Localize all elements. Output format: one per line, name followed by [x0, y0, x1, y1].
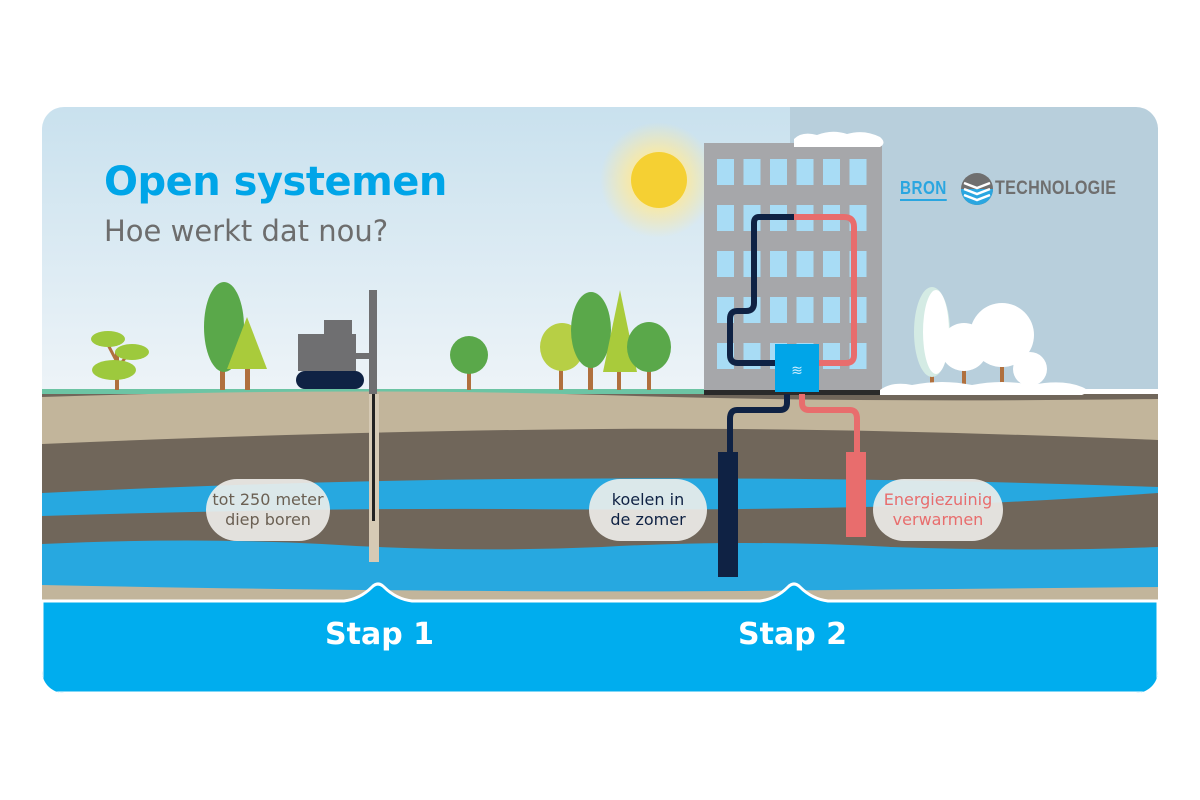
winter-ground: [1082, 389, 1158, 394]
warm-pipe-ground: [799, 394, 860, 452]
tree-pine: [227, 317, 267, 390]
cold-pipe-ground: [727, 394, 790, 452]
heating-label-line2: verwarmen: [892, 510, 984, 529]
warm-pipe-building: [794, 214, 857, 366]
heating-label: Energiezuinig verwarmen: [873, 479, 1003, 541]
building-window: [743, 159, 761, 185]
drilling-label-line1: tot 250 meter: [212, 490, 324, 509]
drill-pipe: [372, 394, 375, 521]
building-window: [796, 297, 814, 323]
building-window: [823, 159, 840, 185]
bron-technologie-logo: BRON TECHNOLOGIE: [900, 172, 1138, 206]
cooling-label-line2: de zomer: [610, 510, 686, 529]
building-window: [717, 251, 734, 277]
building-window: [796, 159, 814, 185]
sand-layer-1: [42, 391, 1158, 444]
drill-rig: [296, 290, 377, 396]
heat-exchanger-unit: [775, 344, 819, 392]
step-2-label: Stap 2: [738, 617, 847, 652]
page-title: Open systemen: [104, 159, 447, 205]
step-band: [42, 582, 1158, 693]
tree-oval: [204, 282, 244, 390]
building-window: [823, 297, 840, 323]
building-window: [717, 159, 734, 185]
logo-bron-text: BRON: [900, 178, 947, 201]
building-window: [796, 251, 814, 277]
building-window: [770, 251, 787, 277]
building-window: [770, 297, 787, 323]
heating-label-line1: Energiezuinig: [883, 490, 993, 509]
aquifer-layer-2: [42, 540, 1158, 595]
sun-icon: [631, 152, 687, 208]
building-window: [717, 205, 734, 231]
cooling-label: koelen in de zomer: [589, 479, 707, 541]
building-window: [823, 251, 840, 277]
snow-trees: [880, 287, 1087, 395]
building-window: [770, 159, 787, 185]
cooling-label-line1: koelen in: [611, 490, 685, 509]
logo-technologie-text: TECHNOLOGIE: [995, 178, 1117, 199]
warm-well: [846, 452, 866, 537]
cold-pipe-building: [727, 214, 794, 366]
step-1-label: Stap 1: [325, 617, 434, 652]
tree-bonsai: [91, 331, 149, 390]
infographic-card: ≋ Open systemen Hoe werkt dat nou? BRON: [42, 107, 1158, 693]
building-window: [849, 159, 867, 185]
page-subtitle: Hoe werkt dat nou?: [104, 214, 389, 248]
drilling-label-line2: diep boren: [225, 510, 311, 529]
wave-layers-icon: [961, 173, 993, 205]
wave-unit-icon: ≋: [791, 363, 803, 379]
cold-well: [718, 452, 738, 577]
tree-group-center: [540, 290, 671, 390]
drilling-label: tot 250 meter diep boren: [206, 479, 330, 541]
tree-round-mid: [450, 336, 488, 390]
